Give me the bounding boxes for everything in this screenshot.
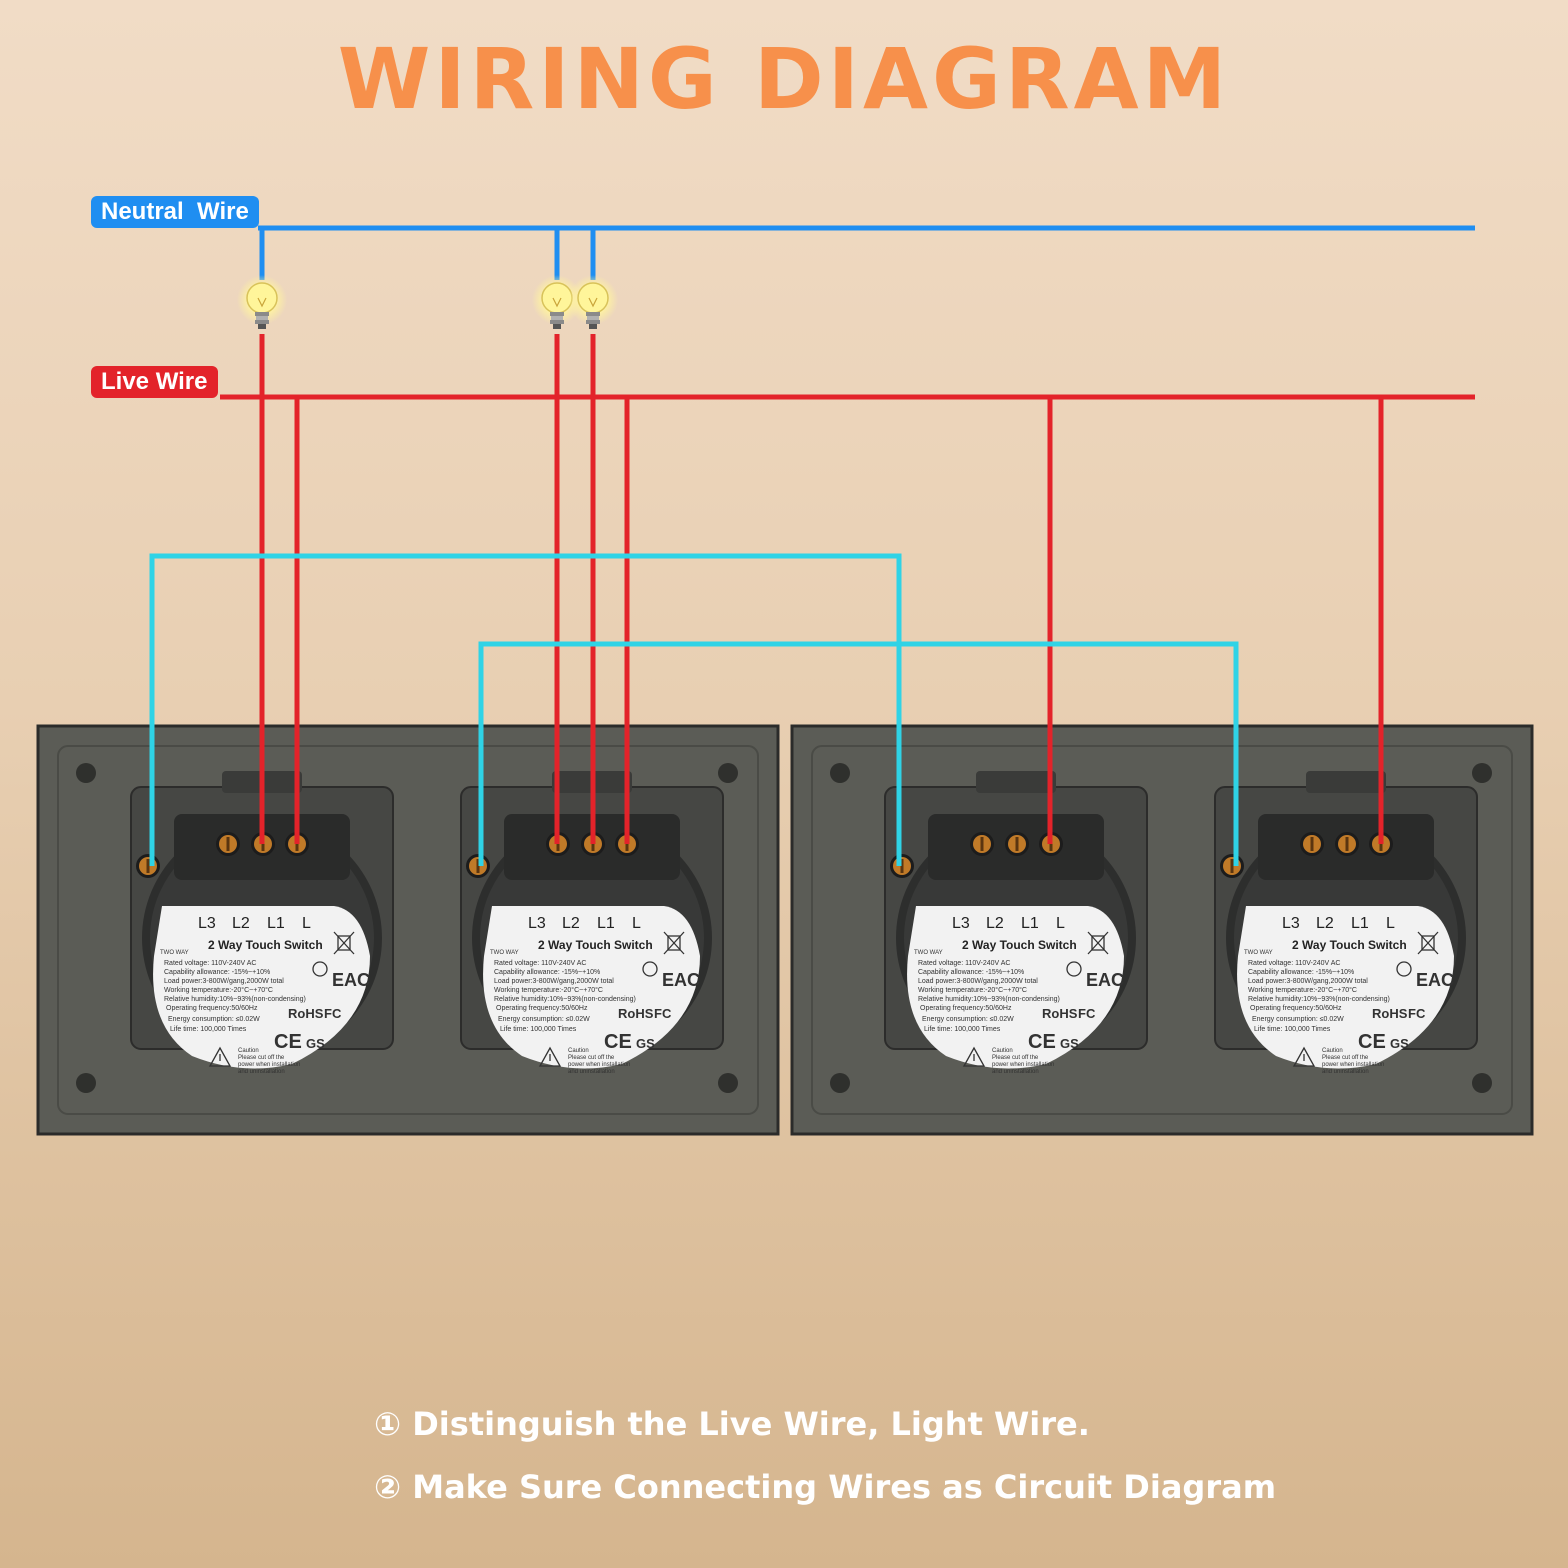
bulb-icon-1 [236, 274, 288, 330]
bulb-icon-3 [567, 274, 619, 330]
instruction-2: ② Make Sure Connecting Wires as Circuit … [374, 1468, 1277, 1506]
page-title: WIRING DIAGRAM [337, 30, 1231, 128]
live-wire [220, 394, 1475, 844]
traveler-wires [149, 553, 1239, 866]
live-wire-label: Live Wire [91, 366, 218, 398]
instruction-1: ① Distinguish the Live Wire, Light Wire. [374, 1405, 1090, 1443]
switch-module-3 [885, 771, 1147, 1075]
light-wires [259, 334, 596, 844]
neutral-wire-label: Neutral Wire [91, 196, 259, 228]
neutral-wire [258, 225, 1475, 280]
switch-module-4 [1215, 771, 1477, 1075]
